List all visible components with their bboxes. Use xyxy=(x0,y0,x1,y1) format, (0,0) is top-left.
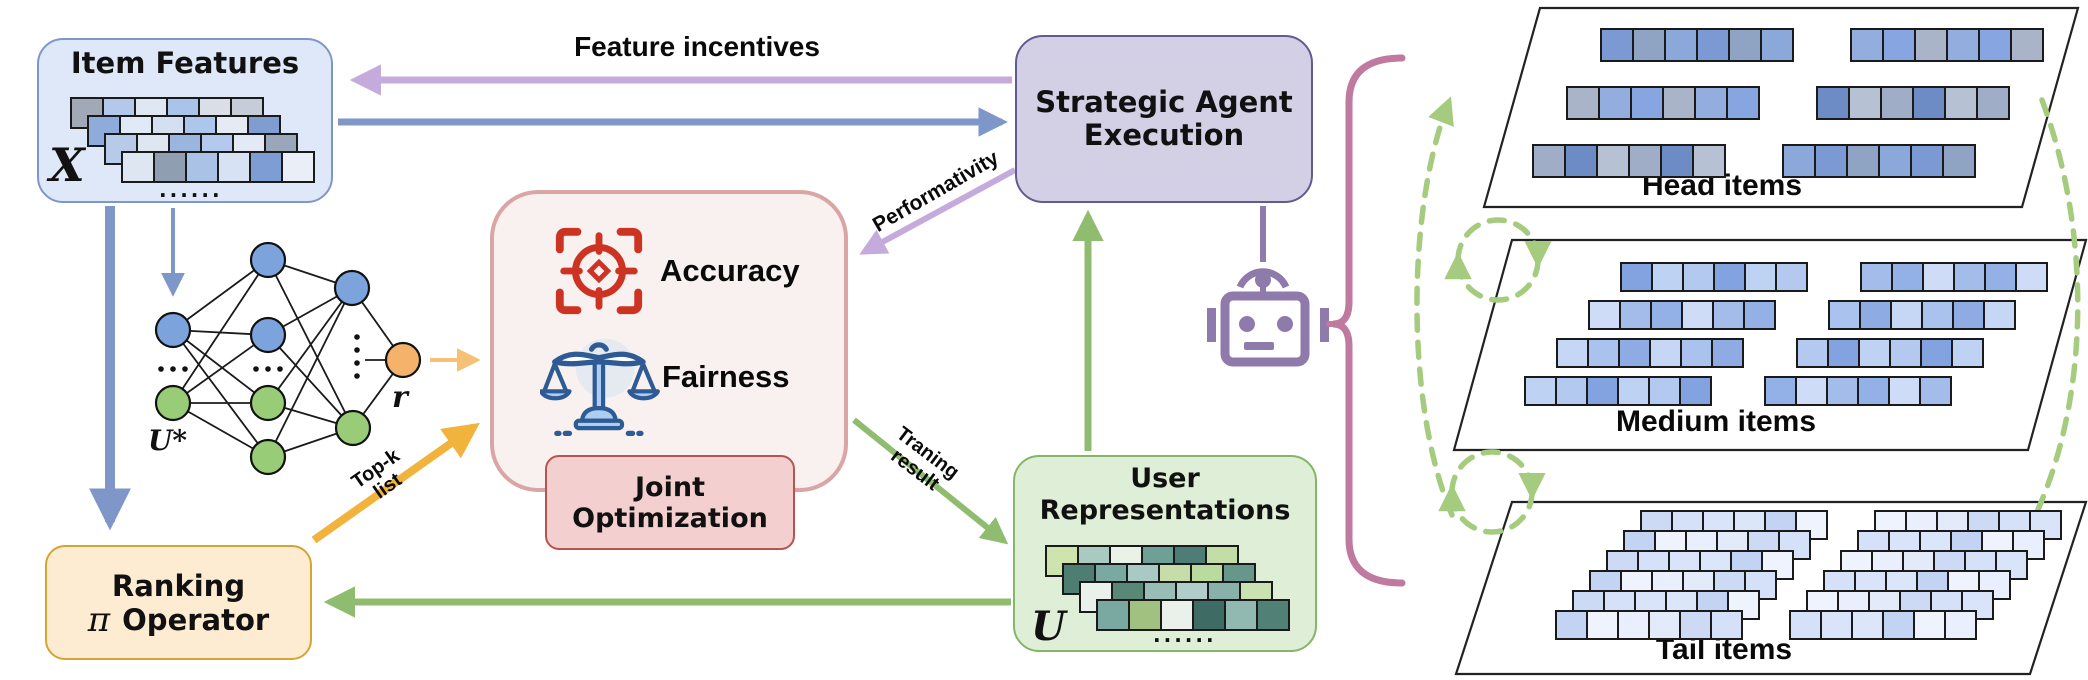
hidden-node xyxy=(333,269,371,307)
feature-incentives-label: Feature incentives xyxy=(574,31,820,62)
feature-cell xyxy=(1096,599,1130,631)
feature-cell xyxy=(1224,599,1258,631)
ranking-operator-box: Ranking π Operator xyxy=(45,545,312,660)
feature-cell xyxy=(1128,599,1162,631)
feature-cell xyxy=(153,151,187,183)
ranking-operator-line2: Operator xyxy=(122,602,270,637)
feature-cell xyxy=(121,151,155,183)
fairness-label: Fairness xyxy=(662,359,790,394)
user-reps-title-line1: User xyxy=(1130,463,1200,494)
hidden-node xyxy=(249,241,287,279)
input-node xyxy=(154,384,192,422)
strategic-agent-box: Strategic Agent Execution xyxy=(1015,35,1313,203)
medium-tail-cycle-icon xyxy=(1449,449,1546,501)
grouping-brace xyxy=(1332,54,1406,587)
ellipsis-dots xyxy=(158,334,360,379)
feature-cell xyxy=(1192,599,1226,631)
item-features-box: Item Features X ...... xyxy=(37,38,333,203)
training-result-arrow xyxy=(852,417,1009,545)
joint-objective-box: Accuracy Fairness xyxy=(490,190,848,492)
user-reps-title-line2: Representations xyxy=(1039,495,1291,527)
item-features-title: Item Features xyxy=(70,46,300,80)
robot-icon xyxy=(1207,206,1329,367)
joint-optimization-line2: Optimization xyxy=(572,502,768,534)
tail-items-label: Tail items xyxy=(1655,633,1793,666)
accuracy-label: Accuracy xyxy=(660,253,800,288)
hidden-node xyxy=(249,384,287,422)
medium-tail-cycle-icon xyxy=(1438,483,1535,535)
hidden-node xyxy=(334,409,372,447)
strategic-agent-title-line2: Execution xyxy=(1083,118,1245,152)
input-node xyxy=(154,311,192,349)
network-edges xyxy=(172,259,404,458)
ranking-operator-line1: Ranking xyxy=(111,568,246,603)
strategic-agent-title-line1: Strategic Agent xyxy=(1035,84,1293,119)
fairness-scales-icon xyxy=(540,338,660,437)
user-reps-symbol: U xyxy=(1031,603,1066,650)
neural-network xyxy=(154,241,422,476)
performativity-arrow xyxy=(859,167,1017,255)
head-to-tail-dashed-arrow xyxy=(2011,97,2081,560)
hidden-node xyxy=(249,316,287,354)
feature-cell xyxy=(281,151,315,183)
feature-cell xyxy=(249,151,283,183)
feature-cell xyxy=(217,151,251,183)
feature-cell xyxy=(1256,599,1290,631)
joint-optimization-line1: Joint xyxy=(635,471,705,503)
head-medium-cycle-icon xyxy=(1455,217,1552,269)
popularity-cycle-arrows xyxy=(1414,96,2081,560)
head-items-label: Head items xyxy=(1641,169,1803,202)
output-node xyxy=(384,341,422,379)
item-features-symbol: X xyxy=(49,138,85,192)
accuracy-target-icon xyxy=(555,227,643,315)
feature-row xyxy=(121,151,315,183)
feature-cell xyxy=(1160,599,1194,631)
tail-to-head-dashed-arrow xyxy=(1414,96,1455,518)
feature-cell xyxy=(185,151,219,183)
user-representations-box: User Representations U ...... xyxy=(1013,455,1317,652)
medium-items-label: Medium items xyxy=(1615,405,1817,438)
top-k-list-arrow xyxy=(311,422,480,544)
hidden-node xyxy=(249,438,287,476)
ranking-operator-symbol: π xyxy=(87,599,111,640)
joint-optimization-box: Joint Optimization xyxy=(545,455,795,550)
head-medium-cycle-icon xyxy=(1444,251,1541,303)
network-input-symbol: U* xyxy=(148,424,188,457)
feature-row xyxy=(1096,599,1290,631)
network-output-symbol: r xyxy=(392,380,408,415)
